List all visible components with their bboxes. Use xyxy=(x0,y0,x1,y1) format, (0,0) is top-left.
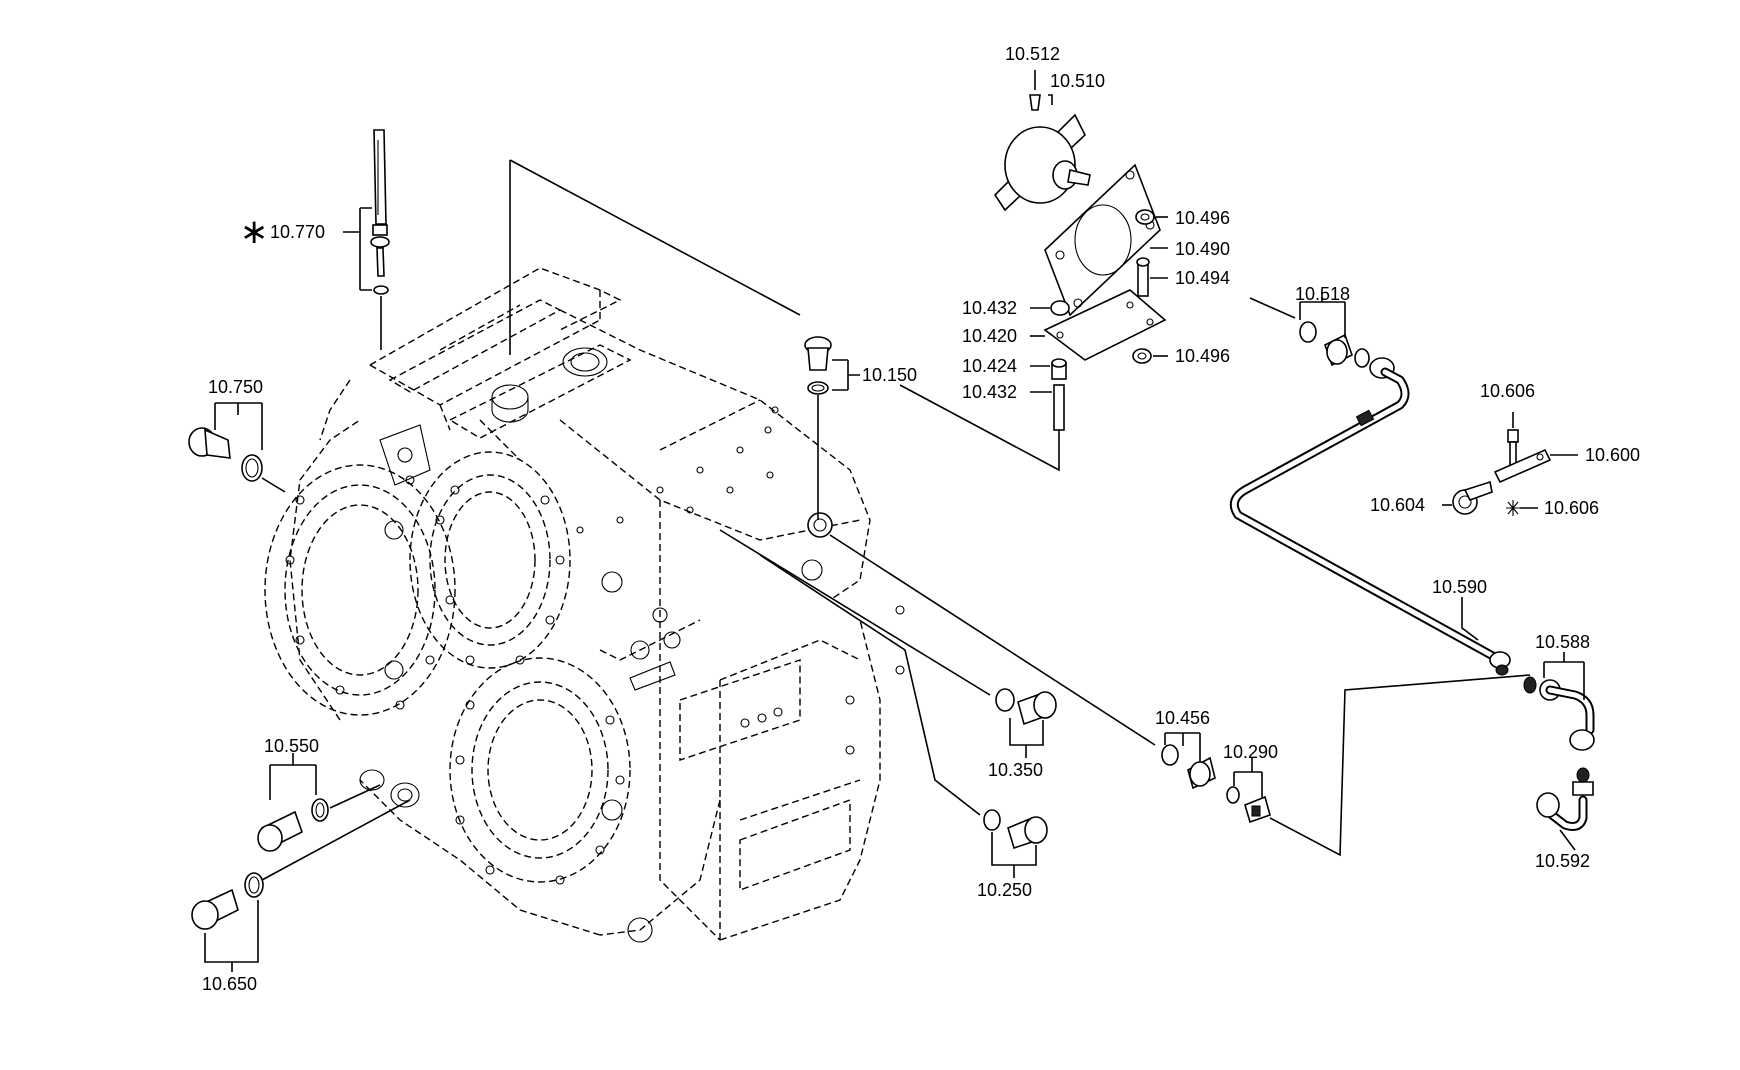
bolt-10-494-icon xyxy=(1136,257,1150,297)
label-10-512: 10.512 xyxy=(1005,44,1060,64)
actuator-10-510-icon xyxy=(993,94,1091,212)
label-10-350: 10.350 xyxy=(988,760,1043,780)
fitting-10-456-icon xyxy=(1161,744,1216,790)
label-10-490: 10.490 xyxy=(1175,239,1230,259)
label-10-496-upper: 10.496 xyxy=(1175,208,1230,228)
label-10-650: 10.650 xyxy=(202,974,257,994)
nut-10-496-lower-icon xyxy=(1132,348,1152,364)
label-10-432-upper: 10.432 xyxy=(962,298,1017,318)
label-10-510: 10.510 xyxy=(1050,71,1105,91)
plug-10-150-icon xyxy=(804,336,832,395)
label-10-750: 10.750 xyxy=(208,377,263,397)
label-10-604: 10.604 xyxy=(1370,495,1425,515)
bracket-10-420-icon xyxy=(1043,289,1167,361)
nut-10-432-upper-icon xyxy=(1050,300,1070,316)
clamp-10-604-icon xyxy=(1452,480,1493,515)
label-10-590: 10.590 xyxy=(1432,577,1487,597)
leader-lines xyxy=(204,70,1585,972)
pipe-bend-10-592-icon xyxy=(1536,767,1594,831)
plug-10-250-icon xyxy=(983,809,1048,850)
label-10-600: 10.600 xyxy=(1585,445,1640,465)
label-10-456: 10.456 xyxy=(1155,708,1210,728)
label-10-420: 10.420 xyxy=(962,326,1017,346)
label-10-588: 10.588 xyxy=(1535,632,1590,652)
pipe-10-590-icon xyxy=(1229,367,1511,676)
pipe-bend-10-588-icon xyxy=(1523,676,1595,751)
spacer-10-424-icon xyxy=(1051,358,1067,380)
label-10-150: 10.150 xyxy=(862,365,917,385)
label-10-606-lower: 10.606 xyxy=(1544,498,1599,518)
stud-10-432-icon xyxy=(1053,384,1065,431)
label-10-432-lower: 10.432 xyxy=(962,382,1017,402)
label-10-250: 10.250 xyxy=(977,880,1032,900)
label-10-494: 10.494 xyxy=(1175,268,1230,288)
label-10-606-upper: 10.606 xyxy=(1480,381,1535,401)
label-10-518: 10.518 xyxy=(1295,284,1350,304)
asterisk-marker: ∗ xyxy=(240,212,269,252)
dipstick-icon xyxy=(370,129,390,295)
clip-10-600-icon xyxy=(1493,448,1552,484)
part-labels: ∗ 10.770 10.750 10.550 10.650 10.150 10.… xyxy=(202,44,1640,994)
bolt-10-606-icon xyxy=(1507,429,1519,467)
plug-10-650-icon xyxy=(191,872,264,930)
label-10-290: 10.290 xyxy=(1223,742,1278,762)
plug-10-550-icon xyxy=(257,798,329,852)
transmission-housing xyxy=(264,267,905,943)
fitting-10-518-icon xyxy=(1299,321,1395,379)
label-10-592: 10.592 xyxy=(1535,851,1590,871)
plug-10-750-icon xyxy=(188,427,263,482)
nut-10-606-icon xyxy=(1506,500,1520,516)
label-10-424: 10.424 xyxy=(962,356,1017,376)
label-10-496-lower: 10.496 xyxy=(1175,346,1230,366)
label-10-770: 10.770 xyxy=(270,222,325,242)
gasket-10-490-icon xyxy=(1044,163,1161,317)
plug-10-350-icon xyxy=(995,688,1057,726)
nut-10-496-upper-icon xyxy=(1135,209,1155,225)
fitting-10-290-icon xyxy=(1226,786,1271,824)
label-10-550: 10.550 xyxy=(264,736,319,756)
